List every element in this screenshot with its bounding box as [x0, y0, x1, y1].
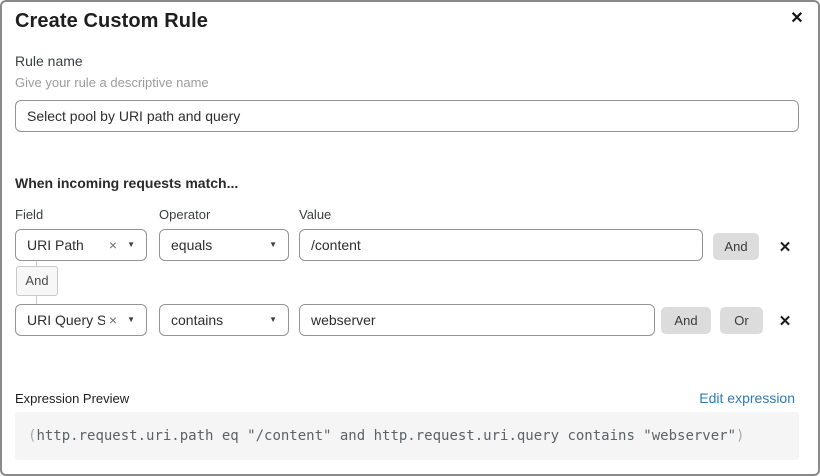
column-label-operator: Operator	[159, 207, 211, 222]
value-input-row1[interactable]	[299, 229, 703, 261]
expression-open-paren: (	[28, 428, 37, 444]
add-or-condition-button-row2[interactable]: Or	[720, 307, 763, 334]
field-select-row2[interactable]: URI Query St... × ▼	[15, 304, 147, 336]
remove-condition-icon-row2[interactable]: ✕	[774, 307, 796, 334]
operator-select-row1[interactable]: equals ▼	[159, 229, 289, 261]
rule-name-input[interactable]	[15, 100, 799, 132]
remove-condition-icon-row1[interactable]: ✕	[774, 233, 796, 260]
chevron-down-icon: ▼	[269, 240, 277, 249]
expression-close-paren: )	[736, 428, 745, 444]
operator-select-row1-value: equals	[171, 237, 213, 253]
page-title: Create Custom Rule	[15, 10, 208, 32]
value-input-row2[interactable]	[299, 304, 655, 336]
chevron-down-icon: ▼	[269, 315, 277, 324]
operator-select-row2-value: contains	[171, 312, 224, 328]
field-select-row1[interactable]: URI Path × ▼	[15, 229, 147, 261]
expression-body: http.request.uri.path eq "/content" and …	[36, 428, 737, 444]
field-select-row1-value: URI Path	[27, 237, 84, 253]
column-label-value: Value	[299, 207, 332, 222]
match-heading: When incoming requests match...	[15, 175, 239, 191]
clear-selection-icon[interactable]: ×	[108, 237, 118, 253]
chevron-down-icon: ▼	[127, 315, 135, 324]
add-and-condition-button-row1[interactable]: And	[713, 233, 759, 260]
rule-name-hint: Give your rule a descriptive name	[15, 75, 209, 90]
rule-name-label: Rule name	[15, 53, 83, 69]
and-connector-badge: And	[16, 266, 58, 296]
column-label-field: Field	[15, 207, 44, 222]
chevron-down-icon: ▼	[127, 240, 135, 249]
field-select-row2-value: URI Query St...	[27, 312, 105, 328]
clear-selection-icon[interactable]: ×	[108, 312, 118, 328]
expression-preview-code: (http.request.uri.path eq "/content" and…	[15, 412, 799, 460]
add-and-condition-button-row2[interactable]: And	[661, 307, 711, 334]
operator-select-row2[interactable]: contains ▼	[159, 304, 289, 336]
expression-preview-label: Expression Preview	[15, 391, 130, 406]
close-icon[interactable]: ✕	[785, 7, 809, 31]
edit-expression-link[interactable]: Edit expression	[699, 390, 795, 406]
